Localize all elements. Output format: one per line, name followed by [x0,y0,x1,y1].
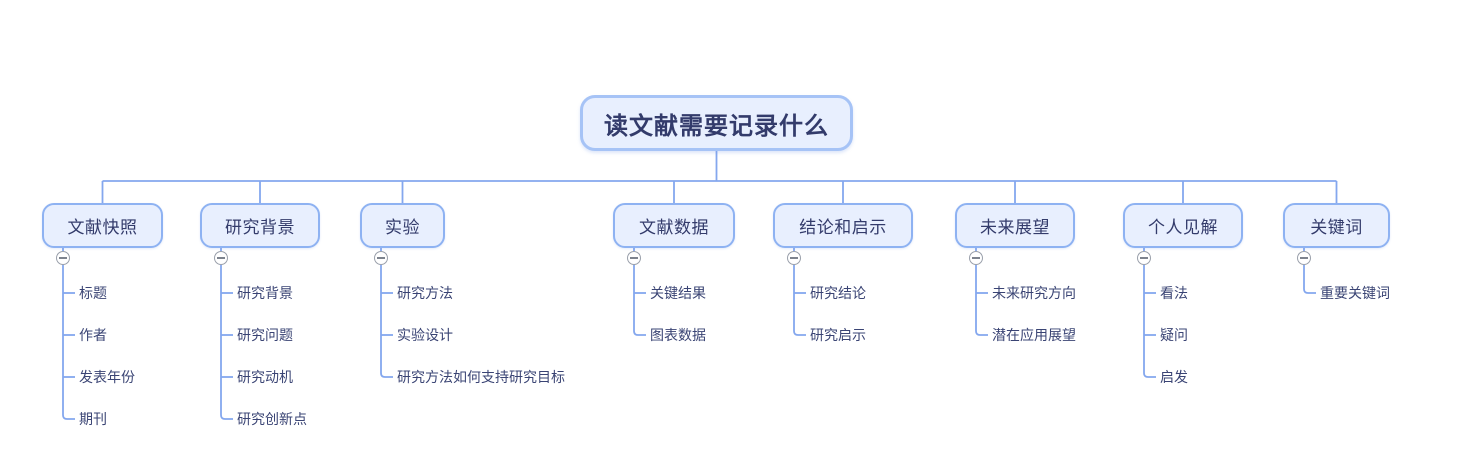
child-trunk [220,265,233,420]
branch-node[interactable]: 实验 [360,203,445,248]
child-trunk [975,265,988,336]
branch-node[interactable]: 未来展望 [955,203,1075,248]
child-trunk [1143,265,1156,378]
child-trunk [380,265,393,378]
branch-node[interactable]: 个人见解 [1123,203,1243,248]
minus-circle-icon [1140,257,1148,259]
minus-circle-icon [59,257,67,259]
branch-node-label: 个人见解 [1148,218,1218,237]
leaf-node[interactable]: 图表数据 [650,327,706,343]
leaf-node[interactable]: 关键结果 [650,285,706,301]
leaf-node[interactable]: 未来研究方向 [992,285,1076,301]
child-trunk [1303,265,1316,294]
minus-circle-icon [972,257,980,259]
branch-node-label: 研究背景 [225,218,295,237]
branch-node-label: 结论和启示 [799,218,887,237]
leaf-node[interactable]: 研究背景 [237,285,293,301]
leaf-node[interactable]: 发表年份 [79,369,135,385]
leaf-node[interactable]: 研究问题 [237,327,293,343]
minus-circle-icon [1300,257,1308,259]
branch-node[interactable]: 研究背景 [200,203,320,248]
branch-node[interactable]: 文献快照 [42,203,163,248]
branch-node-label: 文献快照 [67,218,138,237]
child-trunk [793,265,806,336]
leaf-node[interactable]: 研究创新点 [237,411,307,427]
leaf-node[interactable]: 重要关键词 [1320,285,1390,301]
leaf-node[interactable]: 期刊 [79,411,107,427]
collapse-button[interactable] [56,251,70,265]
child-trunk [62,265,75,420]
collapse-button[interactable] [969,251,983,265]
collapse-button[interactable] [1297,251,1311,265]
branch-node[interactable]: 关键词 [1283,203,1390,248]
minus-circle-icon [217,257,225,259]
minus-circle-icon [630,257,638,259]
leaf-node[interactable]: 实验设计 [397,327,453,343]
minus-circle-icon [377,257,385,259]
collapse-button[interactable] [214,251,228,265]
branch-node-label: 关键词 [1310,218,1363,237]
leaf-node[interactable]: 启发 [1160,369,1188,385]
collapse-button[interactable] [627,251,641,265]
leaf-node[interactable]: 研究方法如何支持研究目标 [397,369,565,385]
collapse-button[interactable] [787,251,801,265]
leaf-node[interactable]: 潜在应用展望 [992,327,1076,343]
leaf-node[interactable]: 作者 [79,327,107,343]
collapse-button[interactable] [374,251,388,265]
branch-node-label: 文献数据 [639,218,709,237]
branch-node-label: 实验 [385,218,420,237]
branch-node[interactable]: 文献数据 [613,203,735,248]
minus-circle-icon [790,257,798,259]
leaf-node[interactable]: 研究结论 [810,285,866,301]
leaf-node[interactable]: 疑问 [1160,327,1188,343]
leaf-node[interactable]: 标题 [79,285,107,301]
branch-node[interactable]: 结论和启示 [773,203,913,248]
leaf-node[interactable]: 研究方法 [397,285,453,301]
leaf-node[interactable]: 研究动机 [237,369,293,385]
root-node[interactable]: 读文献需要记录什么 [580,95,853,151]
leaf-node[interactable]: 研究启示 [810,327,866,343]
child-trunk [633,265,646,336]
branch-node-label: 未来展望 [980,218,1050,237]
root-node-label: 读文献需要记录什么 [604,112,829,140]
collapse-button[interactable] [1137,251,1151,265]
leaf-node[interactable]: 看法 [1160,285,1188,301]
